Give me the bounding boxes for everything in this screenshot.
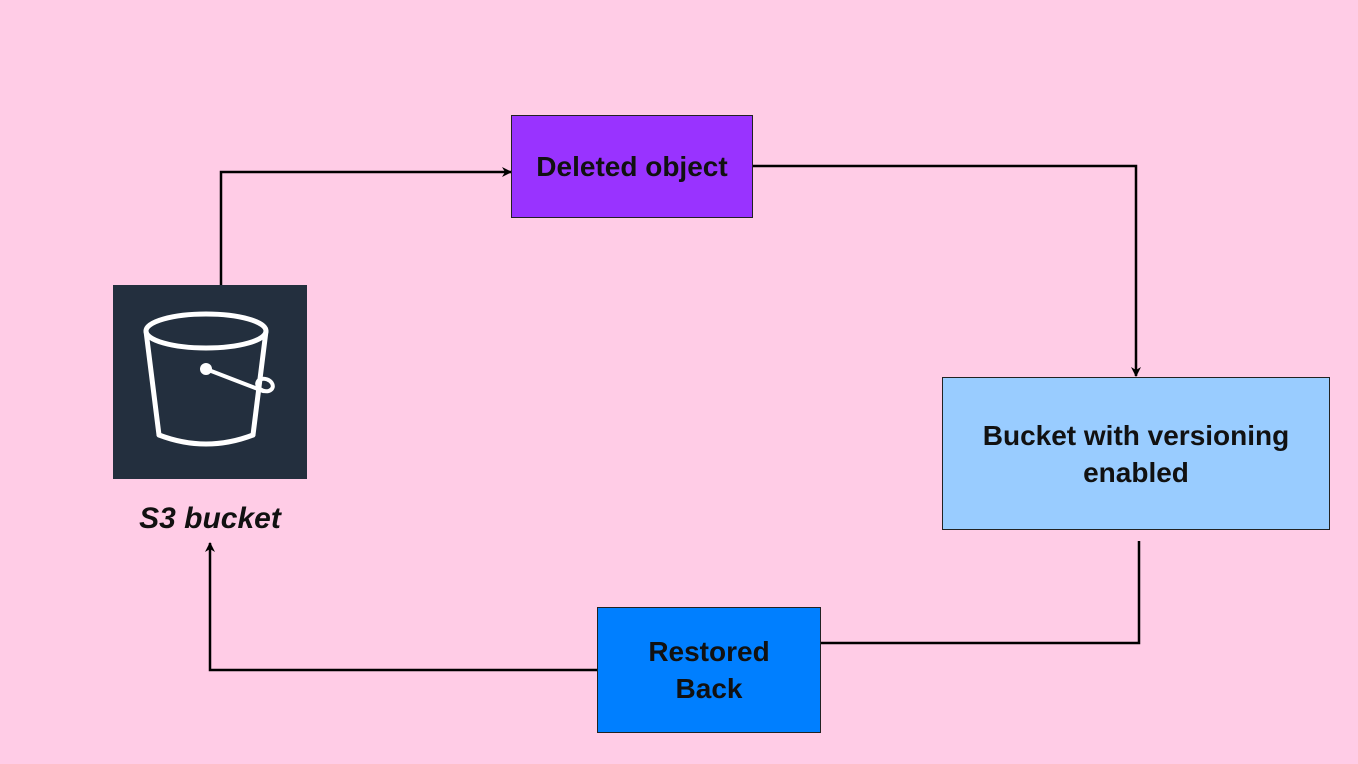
s3-bucket-icon: [113, 285, 307, 479]
restored-back-node: Restored Back: [597, 607, 821, 733]
deleted-object-label: Deleted object: [536, 151, 728, 182]
versioning-bucket-node: Bucket with versioning enabled: [942, 377, 1330, 530]
edge-restored-to-bucket: [205, 542, 597, 672]
edge-deleted-to-versioning: [753, 164, 1141, 377]
deleted-object-node: Deleted object: [511, 115, 753, 218]
restored-back-label: Restored Back: [648, 636, 770, 704]
s3-bucket-caption: S3 bucket: [139, 502, 281, 535]
s3-bucket-tile: [113, 285, 307, 479]
versioning-bucket-label: Bucket with versioning enabled: [982, 419, 1290, 488]
edge-bucket-to-deleted: [219, 167, 512, 285]
edge-versioning-to-restored: [821, 541, 1141, 645]
